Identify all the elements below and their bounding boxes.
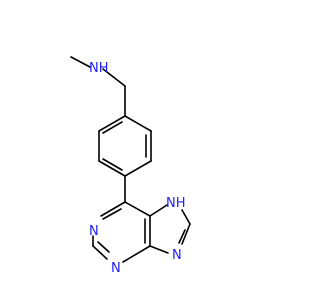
atom-pyrimidine-n-top: N	[89, 224, 99, 239]
atom-imidazole-n: N	[172, 248, 182, 263]
atom-amine-n: NH	[89, 61, 109, 76]
imidazole-ring	[149, 204, 191, 254]
benzene-ring	[98, 115, 152, 177]
bond-n-ch2	[102, 68, 126, 87]
bond-methyl-n	[70, 56, 91, 68]
molecule-structure: NH NH N N N	[70, 56, 191, 276]
atom-imidazole-nh: NH	[166, 196, 186, 211]
pyrimidine-ring	[92, 201, 151, 263]
atom-pyrimidine-n-bottom: N	[111, 261, 121, 276]
